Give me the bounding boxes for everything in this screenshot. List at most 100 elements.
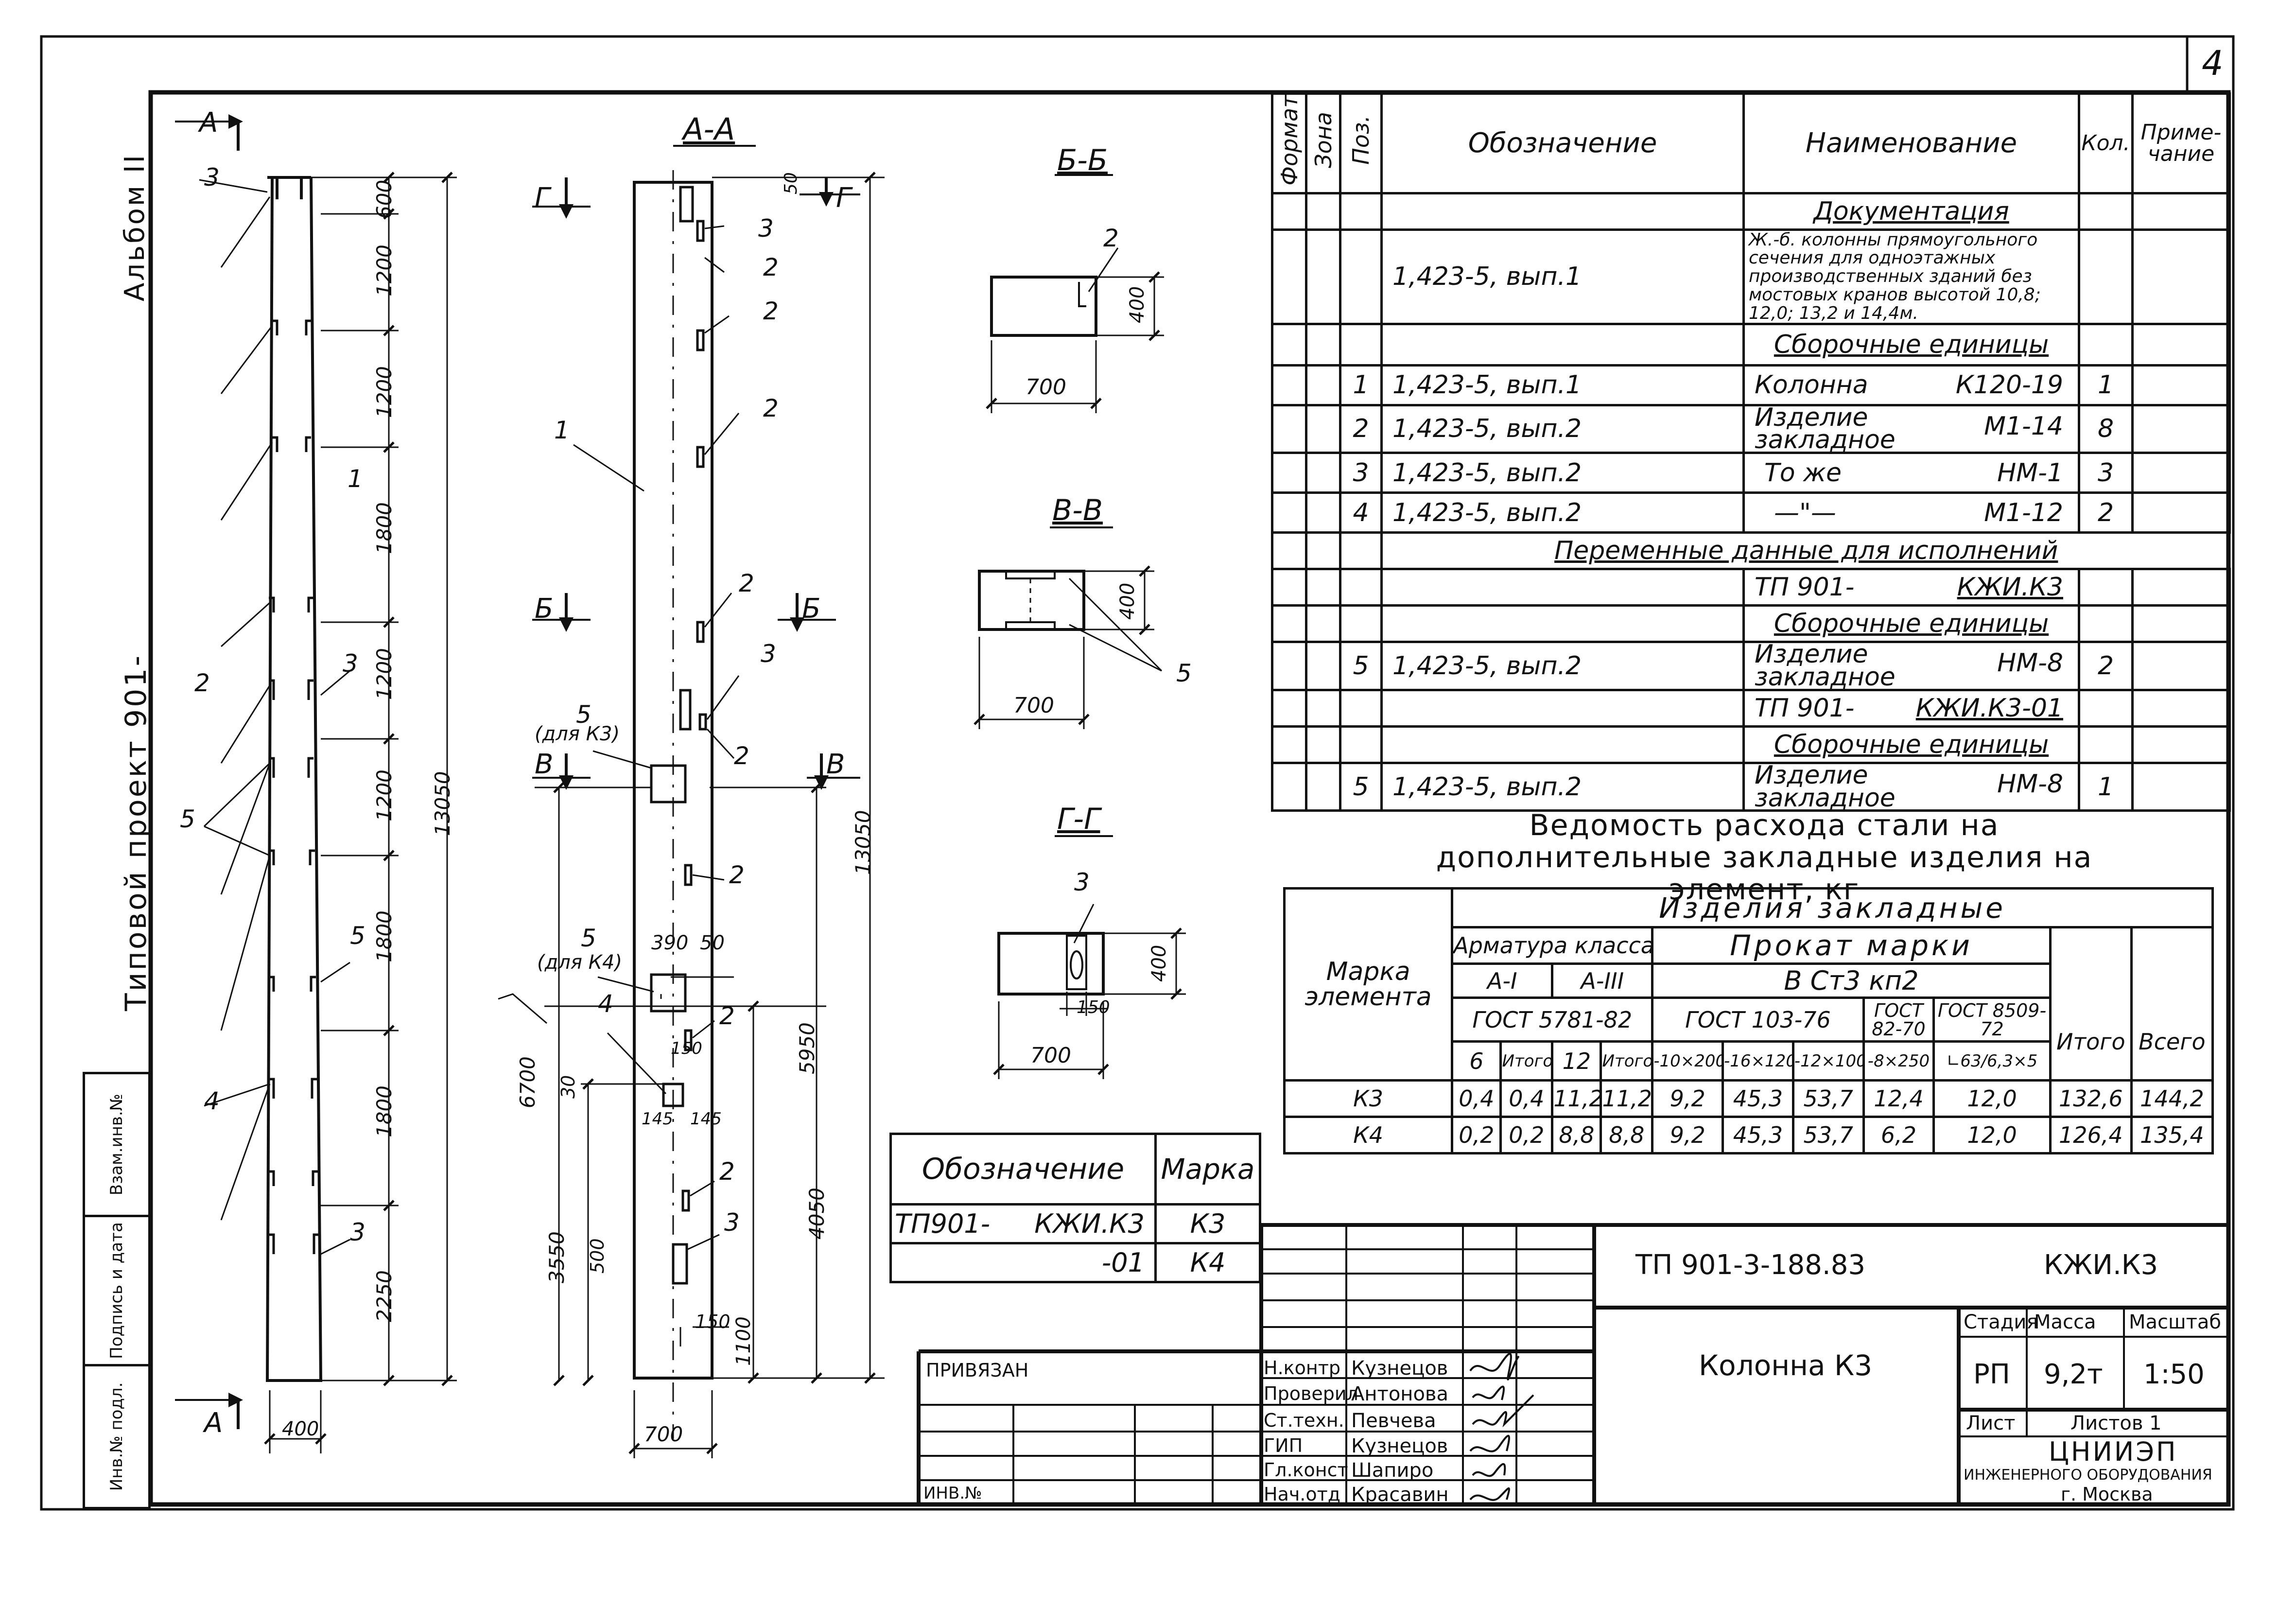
steel-gost-103: ГОСТ 103-76: [1651, 996, 1865, 1043]
steel-sub-angle: ∟63/6,3×5: [1932, 1040, 2052, 1082]
callout-2-sec-b: 2: [763, 297, 779, 325]
mark-header-designation: Обозначение: [889, 1133, 1157, 1206]
section-b-right: Б: [802, 593, 821, 625]
steel-row-k4-v8: 12,0: [1932, 1116, 2052, 1154]
section-vv-title: В-В: [1052, 493, 1103, 527]
title-inv: Инв.№: [923, 1484, 982, 1503]
steel-row-k4-mark: К4: [1283, 1116, 1454, 1154]
spec-row-4-pos: 4: [1339, 491, 1383, 534]
spec-row-1-qty: 1: [2078, 364, 2134, 406]
callout-2-elev: 2: [194, 669, 210, 697]
steel-row-k4-v2: 8,8: [1551, 1116, 1602, 1154]
section-bb-title: Б-Б: [1057, 143, 1108, 177]
mark-row-2-mark: К4: [1154, 1242, 1261, 1283]
callout-4-elev: 4: [204, 1087, 220, 1115]
steel-header-group: Изделия закладные: [1451, 887, 2214, 928]
steel-header-mark: Марка элемента: [1283, 887, 1454, 1082]
title-mass-label: Масса: [2034, 1311, 2096, 1333]
callout-2-sec-e: 2: [734, 742, 749, 770]
steel-header-armature: Арматура класса: [1451, 926, 1654, 965]
callout-5-elev-left: 5: [180, 805, 195, 833]
steel-sub-10x200: -10×200: [1651, 1040, 1724, 1082]
note-for-k4: (для К4): [537, 951, 623, 974]
section-v-right: В: [826, 749, 845, 780]
dim-145-b: 145: [690, 1109, 722, 1129]
spec-row-4-qty: 2: [2078, 491, 2134, 534]
sign-name-5: Шапиро: [1351, 1459, 1434, 1482]
steel-header-vsego: Всего: [2130, 926, 2214, 1082]
section-a-bottom: А: [204, 1407, 223, 1439]
spec-table: Формат Зона Поз. Обозначение Наименовани…: [1271, 92, 2231, 812]
sign-role-6: Нач.отд: [1264, 1484, 1341, 1505]
steel-row-k3-v6: 53,7: [1792, 1079, 1865, 1118]
steel-row-k3-v0: 0,4: [1451, 1079, 1502, 1118]
callout-2-sec-a: 2: [763, 253, 779, 281]
steel-sub-itogo-1: Итого: [1499, 1040, 1554, 1082]
callout-3-elev-top: 3: [204, 163, 220, 192]
steel-gost-8509: ГОСТ 8509-72: [1932, 996, 2052, 1043]
spec-row-3-qty: 3: [2078, 452, 2134, 494]
dim-50-mid: 50: [700, 932, 725, 954]
sign-name-3: Певчева: [1351, 1410, 1436, 1432]
spec-row-2-pos: 2: [1339, 403, 1383, 454]
callout-1-elev: 1: [348, 465, 363, 493]
dim-145-a: 145: [642, 1109, 673, 1129]
callout-3-elev-mid: 3: [343, 649, 358, 678]
steel-row-k4-v3: 8,8: [1600, 1116, 1654, 1154]
steel-sub-8x250: -8×250: [1862, 1040, 1935, 1082]
callout-2-sec-c: 2: [763, 394, 779, 422]
title-stage: РП: [1973, 1359, 2010, 1390]
steel-row-k4-v5: 45,3: [1722, 1116, 1794, 1154]
dim-gg-700: 700: [1030, 1043, 1071, 1068]
dim-400-elev: 400: [282, 1418, 319, 1440]
steel-row-k4-v0: 0,2: [1451, 1116, 1502, 1154]
steel-row-k3-mark: К3: [1283, 1079, 1454, 1118]
callout-3-sec-c: 3: [724, 1208, 740, 1237]
dim-150-sec: 150: [695, 1311, 731, 1332]
steel-row-k4-v6: 53,7: [1792, 1116, 1865, 1154]
sign-role-5: Гл.конст: [1264, 1459, 1348, 1481]
callout-3-elev-bottom: 3: [350, 1218, 365, 1246]
steel-header-itogo: Итого: [2049, 926, 2133, 1082]
steel-row-k4-v4: 9,2: [1651, 1116, 1724, 1154]
spec-row-1-designation: 1,423-5, вып.1: [1380, 364, 1745, 406]
dim-390: 390: [651, 932, 689, 954]
steel-row-k3-v9: 132,6: [2049, 1079, 2133, 1118]
section-a-top: А: [199, 107, 218, 139]
callout-2-sec-f: 2: [729, 861, 745, 889]
spec-section-variable: Переменные данные для исполнений: [1380, 531, 2230, 571]
section-gg-title: Г-Г: [1057, 802, 1100, 836]
steel-sub-6: 6: [1451, 1040, 1502, 1082]
title-stage-label: Стадия: [1964, 1311, 2038, 1333]
spec-row-3-designation: 1,423-5, вып.2: [1380, 452, 1745, 494]
steel-row-k3-v8: 12,0: [1932, 1079, 2052, 1118]
steel-row-k3-v1: 0,4: [1499, 1079, 1554, 1118]
steel-sub-12x100: -12×100: [1792, 1040, 1865, 1082]
callout-1-sec: 1: [554, 416, 570, 444]
spec-row-2-designation: 1,423-5, вып.2: [1380, 403, 1745, 454]
callout-2-sec-d: 2: [739, 569, 754, 597]
spec-header-designation: Обозначение: [1380, 92, 1745, 194]
callout-4-sec: 4: [598, 990, 613, 1018]
sign-name-1: Кузнецов: [1351, 1357, 1448, 1380]
callout-5-sec-a: 5: [576, 700, 591, 729]
title-org: ЦНИИЭП: [2049, 1436, 2178, 1467]
title-scale-label: Масштаб: [2129, 1311, 2222, 1333]
steel-gost-82: ГОСТ 82-70: [1862, 996, 1935, 1043]
title-city: г. Москва: [2061, 1484, 2153, 1505]
sign-role-2: Проверил: [1264, 1383, 1358, 1404]
mark-header-mark: Марка: [1154, 1133, 1261, 1206]
steel-row-k3-v7: 12,4: [1862, 1079, 1935, 1118]
callout-2-sec-h: 2: [719, 1157, 735, 1186]
spec-row-5-pos: 5: [1339, 641, 1383, 691]
spec-row-4-designation: 1,423-5, вып.2: [1380, 491, 1745, 534]
callout-3-sec-b: 3: [761, 640, 776, 668]
mark-row-2-designation: -01: [889, 1242, 1157, 1283]
title-mass: 9,2т: [2044, 1359, 2103, 1390]
title-doc: КЖИ.К3: [2044, 1249, 2158, 1281]
callout-2-sec-g: 2: [719, 1002, 735, 1030]
sign-role-4: ГИП: [1264, 1435, 1303, 1456]
dim-700-sec: 700: [644, 1422, 683, 1446]
